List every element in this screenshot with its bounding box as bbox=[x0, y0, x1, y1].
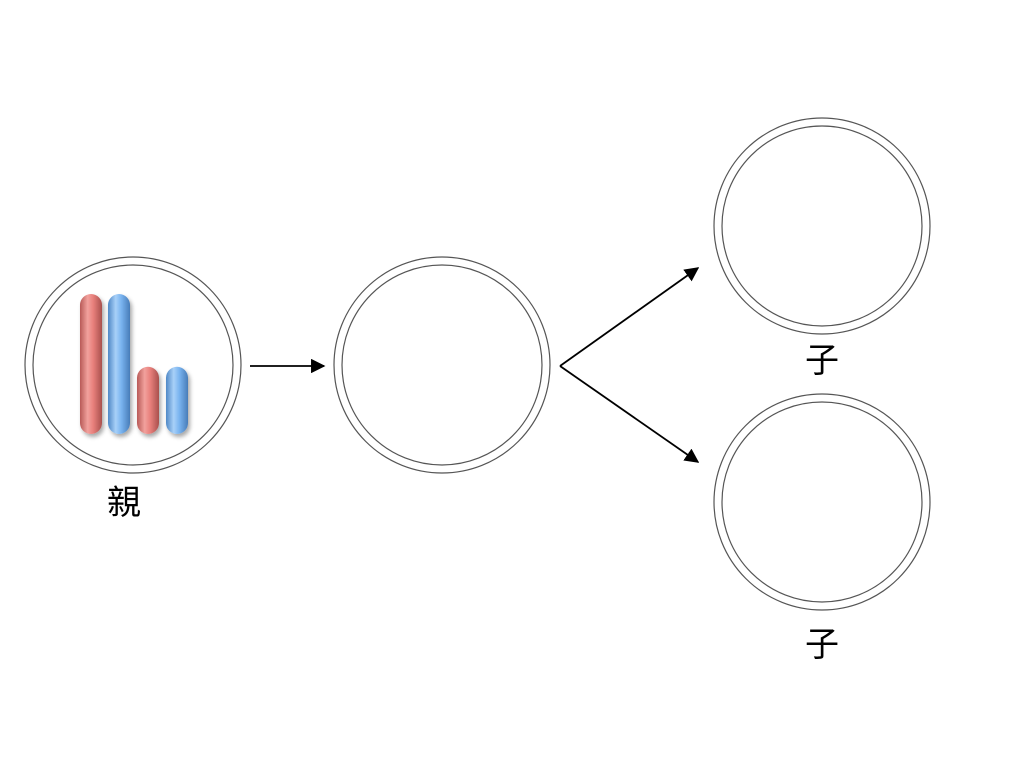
icon-bar-red bbox=[137, 366, 159, 434]
node-label-child-top: 子 bbox=[805, 341, 839, 381]
icon-bar-blue bbox=[166, 366, 188, 434]
icon-bar-blue bbox=[108, 294, 130, 434]
node-label-child-bottom: 子 bbox=[805, 625, 839, 665]
node-child-bottom bbox=[713, 393, 931, 611]
bar-chart-icon bbox=[80, 294, 188, 434]
node-child-top bbox=[713, 117, 931, 335]
edge-middle-to-child-bottom bbox=[559, 365, 700, 463]
edge-middle-to-child-top bbox=[559, 267, 700, 367]
node-label-parent: 親 bbox=[107, 483, 141, 523]
node-middle bbox=[333, 256, 551, 474]
icon-bar-red bbox=[80, 294, 102, 434]
node-parent bbox=[24, 256, 242, 474]
